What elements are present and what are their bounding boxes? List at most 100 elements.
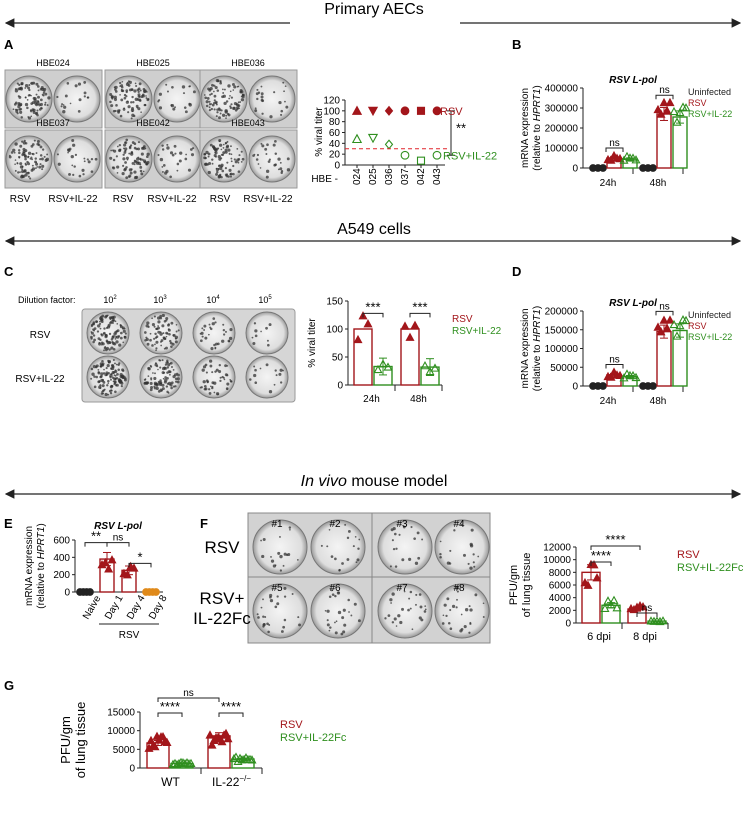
plaque-dot bbox=[212, 317, 216, 320]
data-point bbox=[247, 755, 257, 764]
plaque-dot bbox=[207, 152, 211, 156]
plaque-dot bbox=[166, 90, 169, 93]
plaque-dot bbox=[229, 95, 231, 97]
row-label-il22fc: IL-22Fc bbox=[193, 609, 251, 628]
plaque-dot bbox=[455, 586, 459, 590]
plaque-dot bbox=[144, 338, 147, 342]
plaque-dot bbox=[41, 148, 45, 151]
plaque-dot bbox=[112, 149, 115, 152]
plaque-dot bbox=[168, 332, 171, 336]
plaque-dot bbox=[225, 117, 227, 120]
plaque-dot bbox=[22, 150, 26, 154]
plaque-dot bbox=[114, 320, 117, 323]
y-axis-label: PFU/gmof lung tissue bbox=[58, 702, 88, 779]
plaque-dot bbox=[203, 324, 207, 328]
plaque-dot bbox=[468, 631, 471, 634]
plaque-dot bbox=[201, 368, 205, 372]
plaque-dot bbox=[138, 82, 142, 86]
plaque-dot bbox=[18, 95, 22, 99]
plaque-dot bbox=[39, 163, 42, 166]
plaque-dot bbox=[264, 147, 268, 151]
plaque-dot bbox=[149, 388, 153, 392]
plaque-dot bbox=[277, 551, 281, 555]
plaque-dot bbox=[39, 158, 42, 161]
plaque-dot bbox=[232, 164, 235, 168]
plaque-dot bbox=[47, 96, 51, 100]
plaque-dot bbox=[222, 92, 225, 94]
plaque-dot bbox=[143, 381, 147, 385]
plaque-dot bbox=[230, 157, 233, 160]
plaque-dot bbox=[276, 595, 279, 598]
plaque-dot bbox=[35, 162, 39, 166]
plaque-dot bbox=[221, 95, 224, 99]
plaque-dot bbox=[240, 150, 243, 153]
plaque-dot bbox=[157, 320, 161, 324]
plaque-dot bbox=[21, 170, 25, 174]
plaque-dot bbox=[419, 605, 423, 609]
plate-well bbox=[245, 355, 289, 399]
plaque-dot bbox=[184, 110, 188, 114]
plaque-dot bbox=[222, 147, 225, 149]
plaque-dot bbox=[63, 105, 67, 109]
plaque-dot bbox=[125, 166, 128, 169]
plaque-dot bbox=[36, 140, 40, 144]
plaque-dot bbox=[219, 143, 223, 147]
significance-0-label: **** bbox=[160, 699, 180, 714]
data-point bbox=[152, 588, 160, 596]
plaque-dot bbox=[175, 330, 178, 333]
plaque-dot bbox=[283, 90, 285, 93]
plaque-dot bbox=[233, 158, 236, 161]
plaque-dot bbox=[354, 535, 357, 538]
plaque-dot bbox=[467, 562, 470, 565]
plaque-dot bbox=[138, 158, 141, 161]
group-label: RSV bbox=[119, 630, 140, 641]
plaque-dot bbox=[181, 85, 186, 89]
plaque-dot bbox=[262, 537, 266, 541]
plaque-dot bbox=[424, 605, 427, 607]
plaque-dot bbox=[286, 168, 291, 172]
data-point bbox=[638, 601, 648, 611]
data-point bbox=[384, 105, 394, 116]
plaque-dot bbox=[211, 158, 214, 161]
plaque-dot bbox=[103, 388, 106, 391]
data-point bbox=[599, 382, 607, 390]
plaque-dot bbox=[92, 321, 96, 324]
significance-2-label: ns bbox=[183, 688, 194, 699]
plaque-dot bbox=[27, 171, 30, 174]
y-tick-label: 200000 bbox=[545, 307, 579, 318]
plaque-dot bbox=[401, 558, 405, 562]
plaque-dot bbox=[254, 107, 257, 110]
plaque-dot bbox=[187, 168, 192, 172]
plaque-dot bbox=[24, 163, 28, 166]
plaque-dot bbox=[192, 90, 196, 94]
plaque-dot bbox=[203, 329, 206, 331]
plaque-dot bbox=[19, 162, 23, 166]
plaque-dot bbox=[232, 89, 235, 91]
plaque-dot bbox=[21, 165, 24, 168]
plaque-dot bbox=[38, 108, 42, 111]
plaque-dot bbox=[124, 332, 127, 335]
plaque-dot bbox=[334, 631, 338, 635]
plaque-dot bbox=[137, 141, 141, 144]
plaque-dot bbox=[184, 157, 188, 161]
plaque-dot bbox=[254, 368, 257, 372]
plaque-dot bbox=[95, 375, 98, 379]
plaque-dot bbox=[153, 376, 157, 381]
x-tick-label: 48h bbox=[650, 178, 667, 189]
plaque-dot bbox=[118, 148, 122, 152]
plaque-dot bbox=[456, 598, 458, 601]
plaque-dot bbox=[27, 94, 30, 97]
plaque-dot bbox=[214, 151, 218, 155]
plaque-dot bbox=[119, 114, 123, 118]
plaque-dot bbox=[13, 151, 16, 154]
plaque-dot bbox=[255, 158, 259, 161]
plaque-dot bbox=[218, 140, 221, 143]
plaque-dot bbox=[115, 104, 118, 107]
plaque-dot bbox=[284, 85, 287, 88]
plaque-dot bbox=[154, 363, 158, 367]
plaque-dot bbox=[114, 337, 117, 340]
plaque-dot bbox=[93, 327, 97, 330]
plaque-dot bbox=[44, 158, 48, 162]
plaque-dot bbox=[407, 608, 410, 612]
plate-well bbox=[245, 311, 289, 355]
